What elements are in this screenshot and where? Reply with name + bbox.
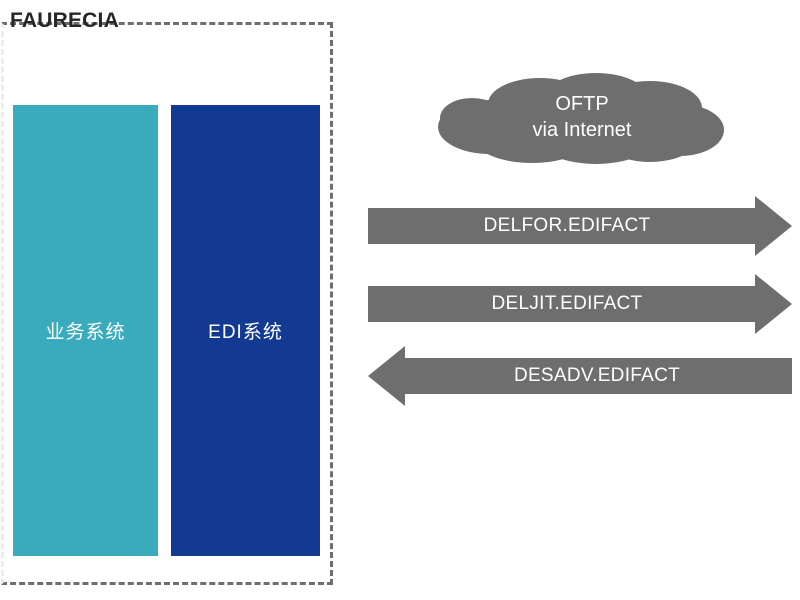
flow-arrow-desadv[interactable]: DESADV.EDIFACT [368,344,792,408]
arrow-right-icon [368,274,792,334]
business-system-label: 业务系统 [45,322,126,343]
oftp-cloud-line2: via Internet [532,119,632,141]
arrow-right-icon [368,196,792,256]
oftp-cloud-line1: OFTP [555,93,609,116]
flow-arrow-delfor-label: DELFOR.EDIFACT [483,215,651,236]
company-boundary-dashed-rect [1,22,333,585]
edi-system-label: EDI系统 [208,322,283,343]
cloud-icon [438,73,724,164]
flow-arrow-deljit[interactable]: DELJIT.EDIFACT [368,272,792,336]
edi-system-box[interactable]: EDI系统 [171,105,320,556]
business-system-box[interactable]: 业务系统 [13,105,158,556]
arrow-left-icon [368,346,792,406]
oftp-cloud-label-group: OFTP via Internet [436,72,724,164]
flow-arrow-delfor[interactable]: DELFOR.EDIFACT [368,194,792,258]
flow-arrow-desadv-label: DESADV.EDIFACT [513,365,681,386]
company-title: FAURECIA [10,9,119,32]
flow-arrow-deljit-label: DELJIT.EDIFACT [491,293,643,314]
oftp-cloud-shape[interactable]: OFTP via Internet [436,72,724,164]
